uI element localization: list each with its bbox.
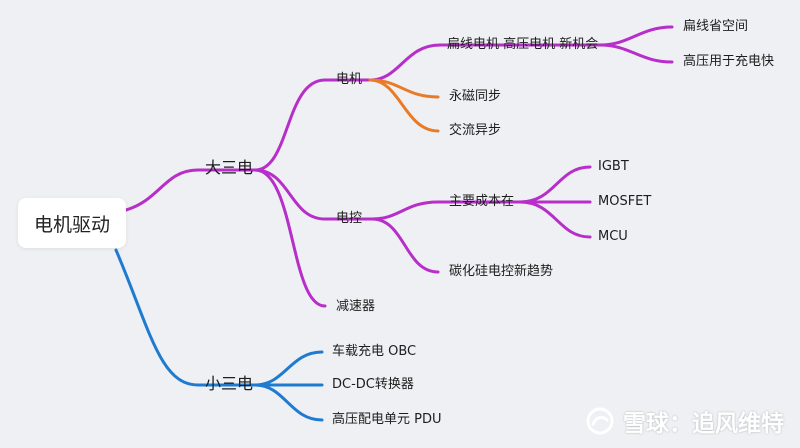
edge-small3-obc (253, 350, 324, 387)
node-high-voltage-fast-charge[interactable]: 高压用于充电快 (683, 54, 775, 69)
edge-motor-ac (368, 78, 440, 133)
node-obc[interactable]: 车载充电 OBC (332, 344, 417, 359)
edge-motor-flat (368, 43, 602, 82)
watermark: 雪球：追风维特 (585, 404, 784, 438)
node-reducer[interactable]: 减速器 (336, 299, 376, 314)
root-node[interactable]: 电机驱动 (18, 198, 126, 248)
edge-control-cost (370, 200, 522, 221)
node-mosfet[interactable]: MOSFET (598, 194, 652, 209)
node-pdu[interactable]: 高压配电单元 PDU (332, 412, 442, 427)
node-motor[interactable]: 电机 (336, 72, 363, 87)
edge-cost-mcu (518, 200, 592, 239)
edge-root-big3 (124, 168, 257, 212)
edge-big3-reducer (253, 168, 327, 308)
node-control[interactable]: 电控 (336, 211, 363, 226)
watermark-text: 雪球：追风维特 (623, 411, 784, 437)
edge-big3-motor (253, 78, 372, 172)
node-dcdc[interactable]: DC-DC转换器 (332, 377, 414, 392)
edge-root-small3 (114, 248, 257, 387)
node-big-three[interactable]: 大三电 (205, 158, 254, 177)
node-permanent-magnet[interactable]: 永磁同步 (449, 89, 502, 104)
edge-control-sic (370, 217, 440, 274)
edge-flat-c2 (598, 43, 674, 64)
edge-small3-pdu (253, 383, 324, 422)
node-main-cost[interactable]: 主要成本在 (449, 194, 515, 209)
node-igbt[interactable]: IGBT (598, 159, 629, 174)
node-flat-wire-motor[interactable]: 扁线电机 高压电机 新机会 (447, 37, 599, 52)
node-mcu[interactable]: MCU (598, 229, 628, 244)
node-flat-saves-space[interactable]: 扁线省空间 (683, 19, 749, 34)
snowball-logo-icon (586, 407, 614, 435)
edge-flat-c1 (598, 25, 674, 47)
node-sic-trend[interactable]: 碳化硅电控新趋势 (449, 264, 554, 279)
edge-big3-control (253, 168, 374, 221)
node-ac-async[interactable]: 交流异步 (449, 123, 502, 138)
edge-cost-igbt (518, 165, 592, 204)
node-small-three[interactable]: 小三电 (205, 374, 254, 393)
